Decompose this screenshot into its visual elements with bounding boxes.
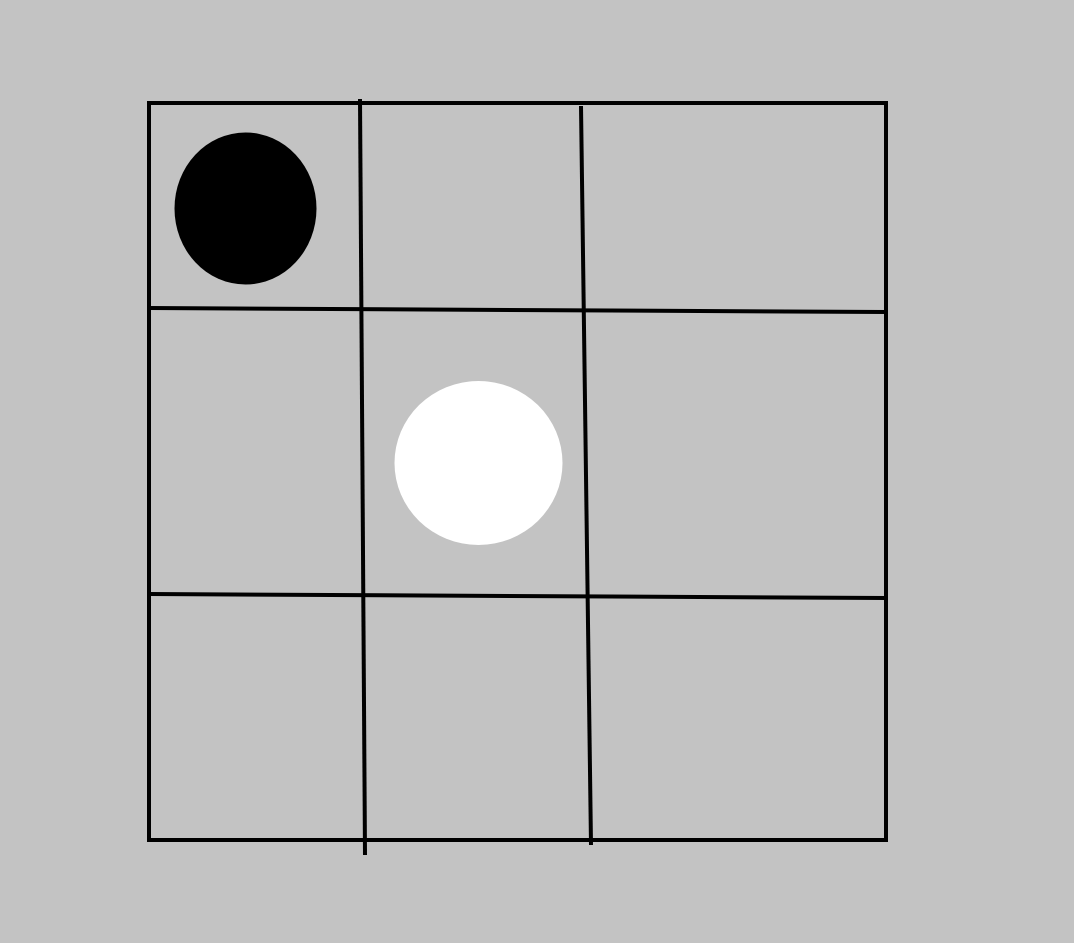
board-cell-r2-c1[interactable] bbox=[152, 313, 359, 593]
board-cell-r1-c3[interactable] bbox=[588, 106, 883, 307]
board-cell-r3-c2[interactable] bbox=[365, 599, 582, 837]
grid-line-vertical-1 bbox=[358, 98, 367, 856]
grid-line-horizontal-1 bbox=[148, 306, 887, 314]
board-cell-r1-c2[interactable] bbox=[365, 106, 582, 307]
board-cell-r3-c1[interactable] bbox=[152, 599, 359, 837]
black-piece[interactable] bbox=[174, 132, 317, 285]
white-piece[interactable] bbox=[394, 381, 563, 545]
grid-line-vertical-2 bbox=[579, 105, 593, 846]
board-outer-frame bbox=[147, 101, 888, 842]
grid-line-horizontal-2 bbox=[148, 592, 887, 600]
board-cell-r2-c3[interactable] bbox=[588, 313, 883, 593]
board-cell-r3-c3[interactable] bbox=[588, 599, 883, 837]
